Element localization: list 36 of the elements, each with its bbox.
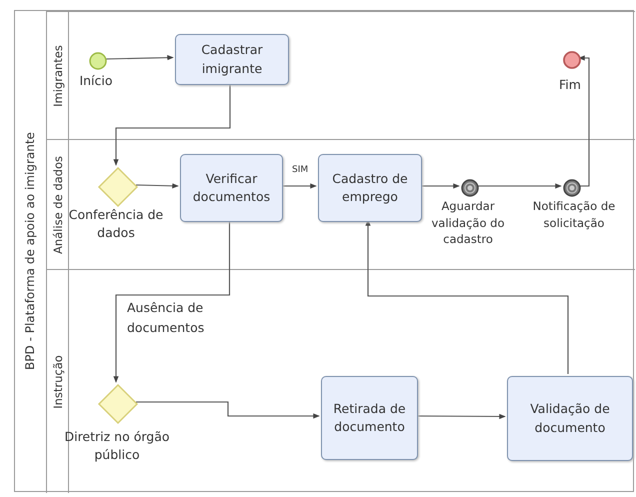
- sequence-arrow: [104, 55, 174, 60]
- gateway-diamond: [98, 384, 138, 424]
- gateway-diamond: [98, 167, 138, 207]
- task-box: Cadastrar imigrante: [175, 34, 289, 85]
- intermediate-event: [461, 179, 479, 197]
- sequence-arrow: [136, 401, 320, 419]
- pool-title: BPD - Plataforma de apoio ao imigrante: [23, 132, 37, 370]
- sequence-arrow: [420, 183, 460, 189]
- sequence-arrow: [578, 55, 590, 187]
- lane-title: Instrução: [51, 354, 65, 408]
- event-label: Fim: [558, 76, 582, 94]
- task-box: Verificar documentos: [180, 154, 283, 222]
- intermediate-event: [563, 179, 581, 197]
- task-box: Validação de documento: [507, 376, 633, 461]
- pool-band: [14, 10, 634, 492]
- sequence-arrow: [113, 83, 231, 166]
- task-box: Retirada de documento: [321, 376, 418, 460]
- event-label: Diretriz no órgão público: [63, 428, 171, 464]
- sequence-arrow: [365, 219, 569, 374]
- sequence-arrow: [136, 183, 179, 188]
- sequence-arrow: [281, 183, 317, 189]
- sequence-arrow: [477, 183, 562, 189]
- event-label: Início: [78, 72, 114, 90]
- start-event: [89, 52, 107, 70]
- event-label: Conferência de dados: [68, 206, 164, 242]
- end-event: [563, 51, 581, 69]
- lane-title: Imigrantes: [51, 44, 65, 106]
- swimlane: [46, 269, 635, 493]
- sequence-arrow: [416, 414, 506, 420]
- event-label: Aguardar validação do cadastro: [430, 198, 506, 248]
- task-box: Cadastro de emprego: [318, 154, 422, 222]
- swimlane: [46, 139, 635, 269]
- event-label: Notificação de solicitação: [532, 198, 616, 232]
- lane-title: Análise de dados: [51, 155, 65, 254]
- sequence-arrow: [113, 220, 230, 383]
- swimlane: [46, 11, 635, 139]
